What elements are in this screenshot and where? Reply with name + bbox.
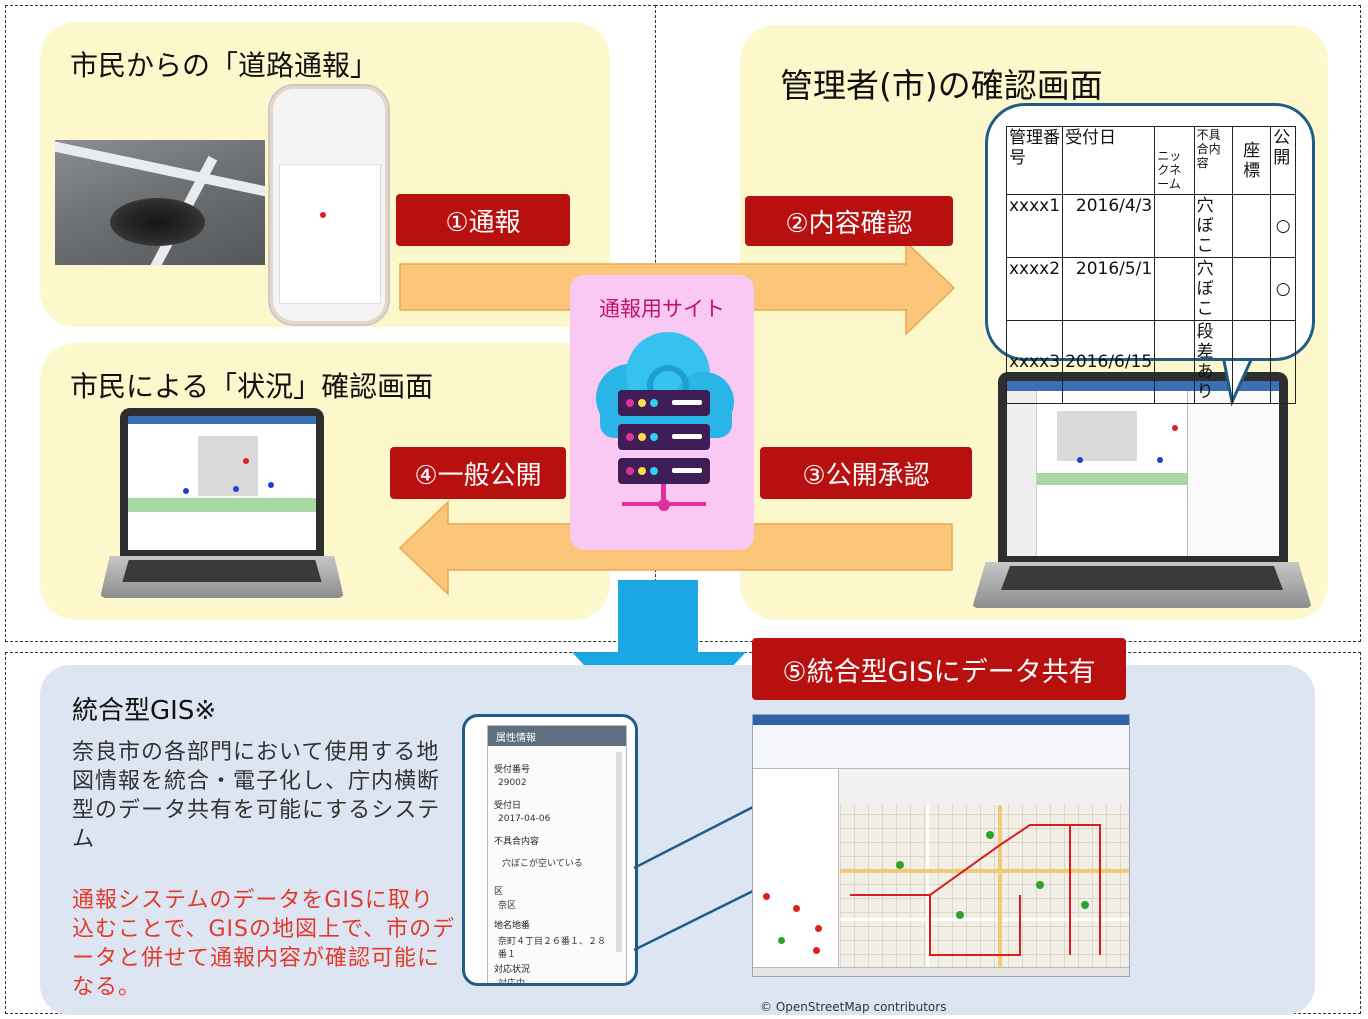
citizen-laptop-screen (128, 416, 316, 550)
th-coord: 座標 (1231, 126, 1272, 195)
attr-label-5: 地名地番 (494, 921, 531, 931)
attr-value-1: 29002 (498, 778, 527, 788)
attr-value-2: 2017-04-06 (498, 814, 551, 824)
gis-screenshot (752, 714, 1130, 977)
attr-label-6: 対応状況 (494, 965, 531, 975)
row3-issue: 段差あり (1193, 320, 1233, 404)
row2-date: 2016/5/1 (1062, 257, 1156, 321)
row2-coord (1231, 257, 1272, 321)
step1-label: ①通報 (396, 194, 570, 246)
map-credit: © OpenStreetMap contributors (760, 1000, 947, 1014)
th-public: 公開 (1270, 126, 1296, 195)
phone-map-screen (279, 164, 381, 304)
row2-nickname (1154, 257, 1195, 321)
attr-value-4: 奈区 (498, 901, 517, 911)
row1-nickname (1154, 194, 1195, 258)
th-date: 受付日 (1062, 126, 1156, 195)
row1-id: xxxx1 (1005, 194, 1064, 258)
row3-date: 2016/6/15 (1062, 320, 1156, 404)
arrow-to-gis (572, 580, 746, 746)
row3-id: xxxx3 (1005, 320, 1064, 404)
citizen-laptop-keyboard (122, 560, 322, 582)
step2-label: ②内容確認 (745, 196, 953, 246)
row3-nickname (1154, 320, 1195, 404)
th-issue: 不具合内容 (1193, 126, 1233, 195)
attr-label-3: 不具合内容 (494, 837, 540, 847)
report-site-title: 通報用サイト (599, 297, 725, 321)
row3-coord (1231, 320, 1272, 404)
row2-issue: 穴ぼこ (1193, 257, 1233, 321)
row1-date: 2016/4/3 (1062, 194, 1156, 258)
th-id: 管理番号 (1005, 126, 1064, 195)
attr-value-6: 対応中 (498, 979, 526, 986)
row3-public (1270, 320, 1296, 404)
attribute-panel-header: 属性情報 (488, 726, 626, 746)
admin-check-title: 管理者(市)の確認画面 (780, 66, 1103, 105)
row1-coord (1231, 194, 1272, 258)
admin-laptop-keyboard (1001, 566, 1283, 590)
step3-label: ③公開承認 (760, 447, 972, 499)
gis-title: 統合型GIS※ (72, 696, 217, 726)
callout-connector (633, 804, 756, 952)
attr-label-1: 受付番号 (494, 765, 531, 775)
admin-table: 管理番号 受付日 ニックネーム 不具合内容 座標 公開 xxxx1 2016/4… (1005, 126, 1296, 404)
pothole-photo (55, 140, 265, 265)
attr-label-4: 区 (494, 887, 504, 897)
attr-label-2: 受付日 (494, 801, 522, 811)
cloud-server-icon (596, 332, 734, 511)
phone-pin-red (320, 212, 326, 218)
attr-value-5: 奈町４丁目２６番１、２８番１ (498, 937, 607, 960)
step4-label: ④一般公開 (390, 447, 566, 499)
attribute-panel-callout: 属性情報 受付番号 29002 受付日 2017-04-06 不具合内容 穴ぼこ… (462, 714, 638, 986)
attr-value-3: 穴ぼこが空いている (502, 859, 583, 869)
row2-id: xxxx2 (1005, 257, 1064, 321)
smartphone (268, 84, 390, 326)
row1-public: ○ (1270, 194, 1296, 258)
th-nickname: ニックネーム (1154, 126, 1195, 195)
admin-laptop-screen (1007, 381, 1279, 556)
gis-highlight: 通報システムのデータをGISに取り込むことで、GISの地図上で、市のデータと併せ… (72, 888, 456, 1000)
row2-public: ○ (1270, 257, 1296, 321)
citizen-status-title: 市民による「状況」確認画面 (70, 370, 434, 403)
citizen-report-title: 市民からの「道路通報」 (70, 49, 379, 82)
step5-label: ⑤統合型GISにデータ共有 (752, 638, 1126, 700)
row1-issue: 穴ぼこ (1193, 194, 1233, 258)
report-site-block: 通報用サイト (570, 275, 754, 550)
gis-description: 奈良市の各部門において使用する地図情報を統合・電子化し、庁内横断型のデータ共有を… (72, 740, 441, 852)
